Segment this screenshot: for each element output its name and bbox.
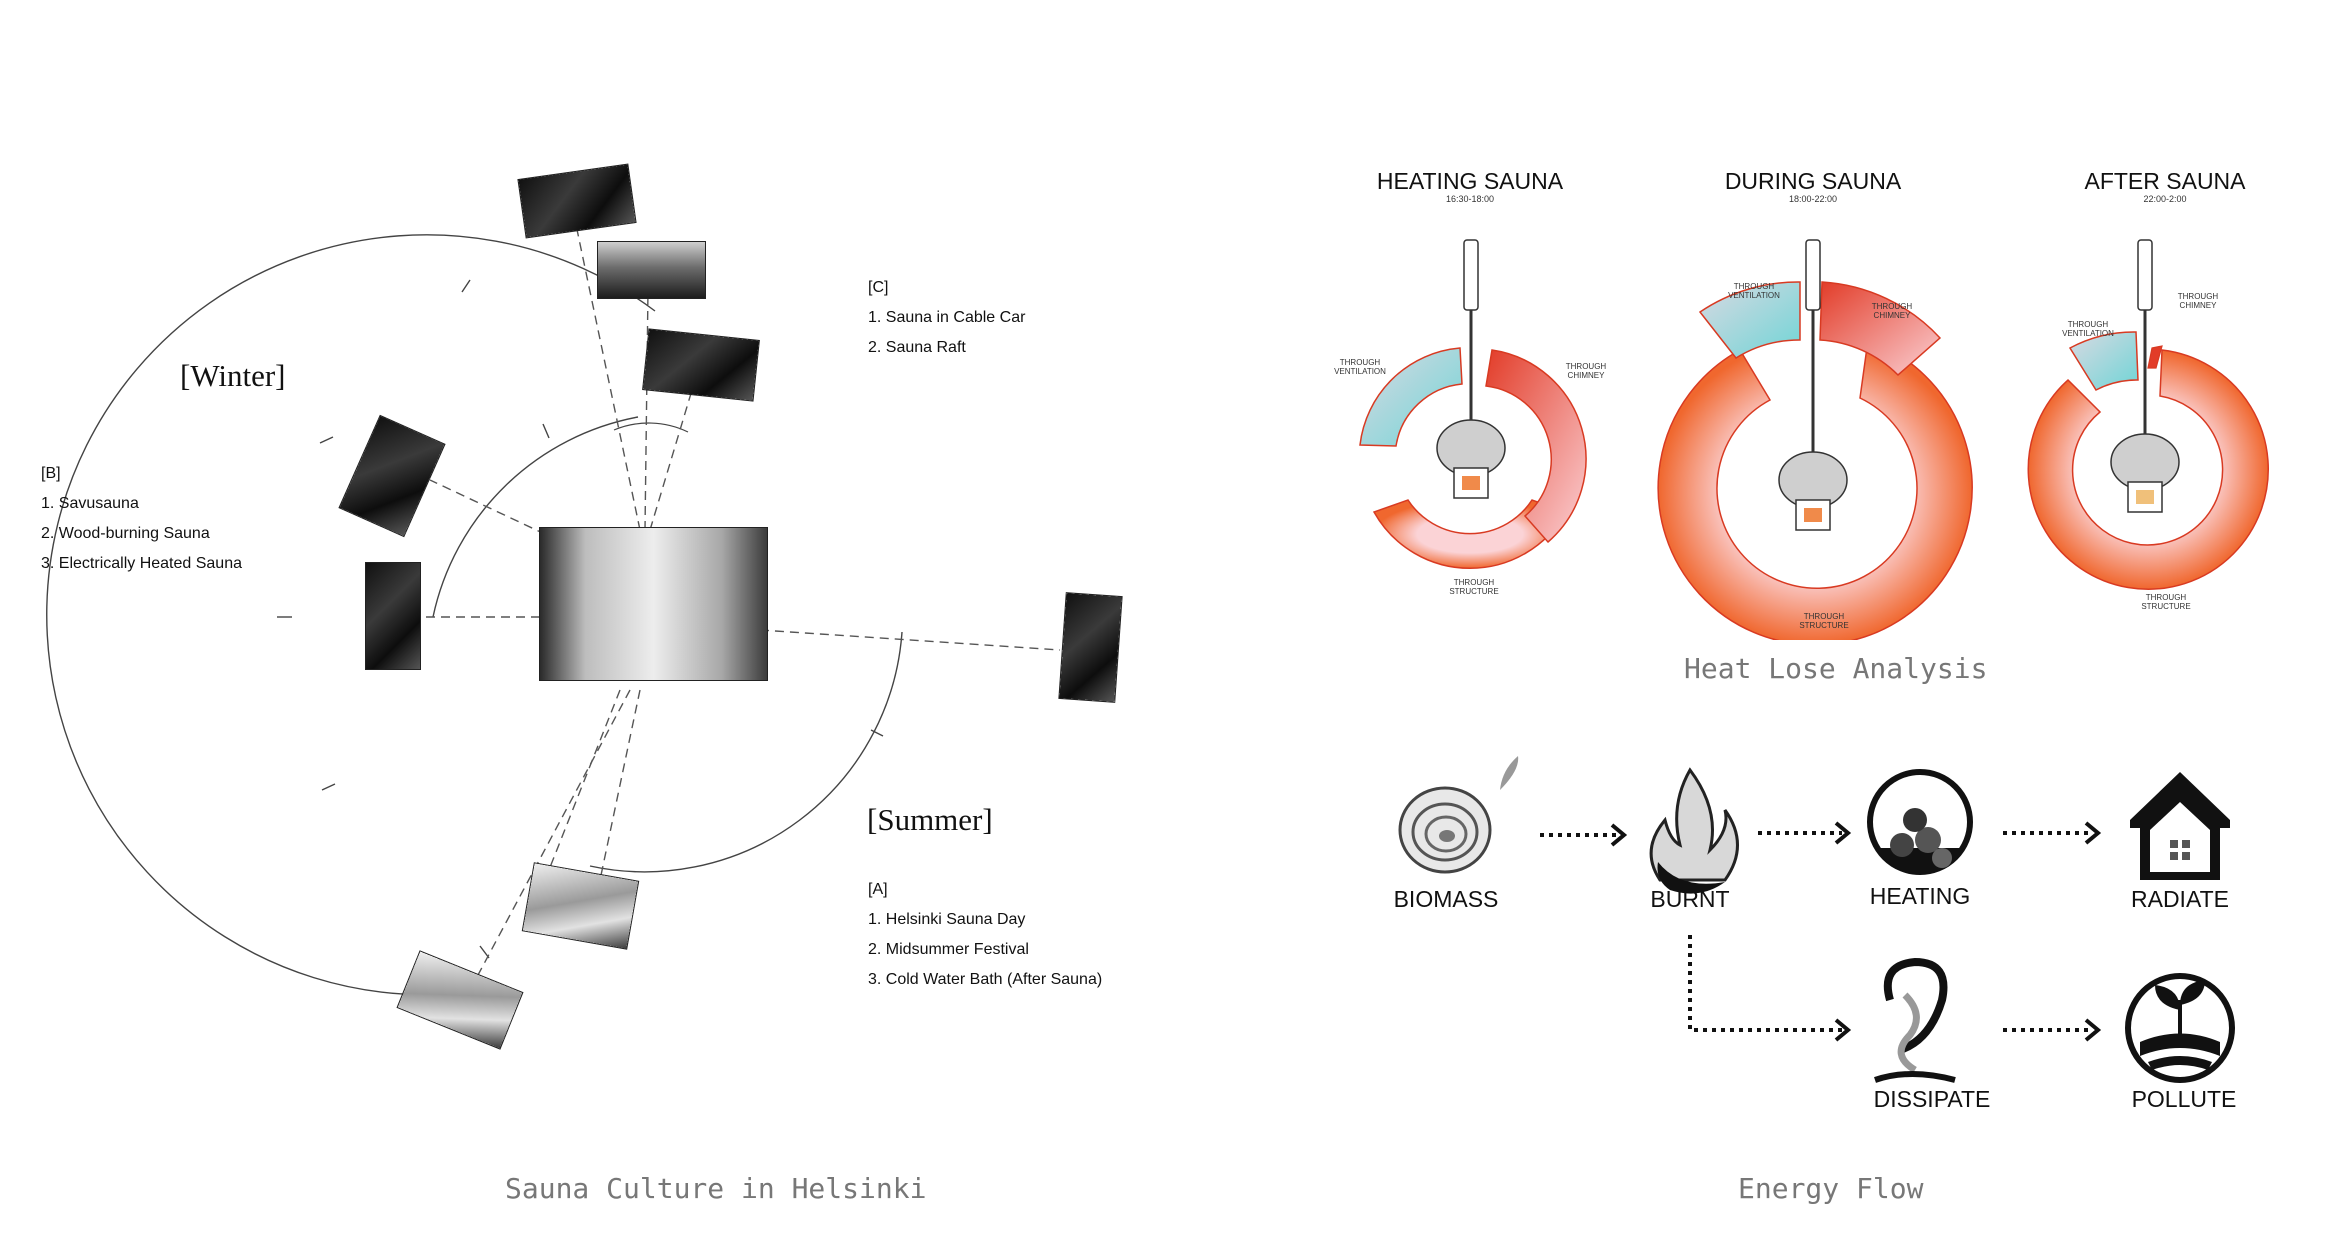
flame-icon [1649,767,1739,894]
list-item: 3. Electrically Heated Sauna [41,555,242,572]
structure-segment [1372,499,1568,569]
structure-segment [1657,338,1973,640]
list-a: [A] 1. Helsinki Sauna Day 2. Midsummer F… [868,875,1102,995]
label-structure: THROUGH STRUCTURE [2141,593,2191,611]
photo-cold-bath [1059,593,1122,702]
list-item: 1. Sauna in Cable Car [868,309,1026,326]
list-item: 2. Midsummer Festival [868,941,1029,958]
label-ventilation: THROUGH VENTILATION [2062,320,2114,338]
heat-lose-caption: Heat Lose Analysis [1684,652,1988,685]
photo-electric-sauna [366,563,420,669]
chimney-segment [1485,349,1587,544]
list-item: 3. Cold Water Bath (After Sauna) [868,971,1103,988]
house-icon [2130,772,2230,880]
flow-label-radiate: RADIATE [2131,886,2229,912]
chart-time: 18:00-22:00 [1788,194,1838,204]
label-structure: THROUGH STRUCTURE [1449,578,1499,596]
list-a-tag: [A] [868,881,888,898]
list-c-tag: [C] [868,279,889,296]
energy-flow-caption: Energy Flow [1738,1172,1924,1205]
chart-time: 16:30-18:00 [1445,194,1495,204]
label-chimney: THROUGH CHIMNEY [1871,302,1913,320]
list-item: 1. Savusauna [41,495,139,512]
ring-heating-sauna [1359,347,1587,569]
flow-label-burnt: BURNT [1650,886,1730,912]
list-item: 1. Helsinki Sauna Day [868,911,1026,928]
smoke-icon [1874,957,1956,1083]
flow-label-biomass: BIOMASS [1393,886,1499,912]
structure-segment [2027,349,2269,590]
inner-arc [613,422,689,433]
summer-arc [589,631,903,873]
flow-label-heating: HEATING [1869,883,1971,909]
list-item: 2. Sauna Raft [868,339,966,356]
middle-arc [432,416,639,618]
label-chimney: THROUGH CHIMNEY [2177,292,2219,310]
photo-cable-car [598,242,705,298]
ring-after-sauna [2027,331,2269,590]
list-b: [B] 1. Savusauna 2. Wood-burning Sauna 3… [41,459,242,579]
ventilation-segment [2068,331,2139,391]
chart-time: 22:00-2:00 [2143,194,2187,204]
energy-flow-graphics [1398,756,2235,1083]
stove-icon [1436,239,2180,531]
chart-title: AFTER SAUNA [2084,168,2246,194]
outer-arc [46,234,656,996]
list-c: [C] 1. Sauna in Cable Car 2. Sauna Raft [868,273,1025,363]
ventilation-segment [1359,347,1463,447]
heat-rings [1359,239,2269,640]
label-chimney: THROUGH CHIMNEY [1565,362,1607,380]
label-structure: THROUGH STRUCTURE [1799,612,1849,630]
label-ventilation: THROUGH VENTILATION [1334,358,1386,376]
flow-label-pollute: POLLUTE [2131,1086,2237,1112]
chart-title: DURING SAUNA [1724,168,1902,194]
ring-during-sauna [1657,281,1973,640]
chimney-segment [1819,281,1942,377]
plant-pollution-icon [2125,973,2235,1083]
sauna-culture-caption: Sauna Culture in Helsinki [505,1172,927,1205]
winter-heading: [Winter] [180,358,286,393]
label-ventilation: THROUGH VENTILATION [1728,282,1780,300]
photo-center-sauna [540,528,767,680]
list-item: 2. Wood-burning Sauna [41,525,210,542]
photo-sauna-raft [643,329,759,401]
stones-icon [1867,769,1973,875]
chart-title: HEATING SAUNA [1376,168,1564,194]
flow-label-dissipate: DISSIPATE [1873,1086,1991,1112]
ventilation-segment [1698,281,1801,359]
wood-log-icon [1398,756,1519,874]
chimney-segment [2147,345,2163,369]
list-b-tag: [B] [41,465,61,482]
summer-heading: [Summer] [867,802,993,837]
